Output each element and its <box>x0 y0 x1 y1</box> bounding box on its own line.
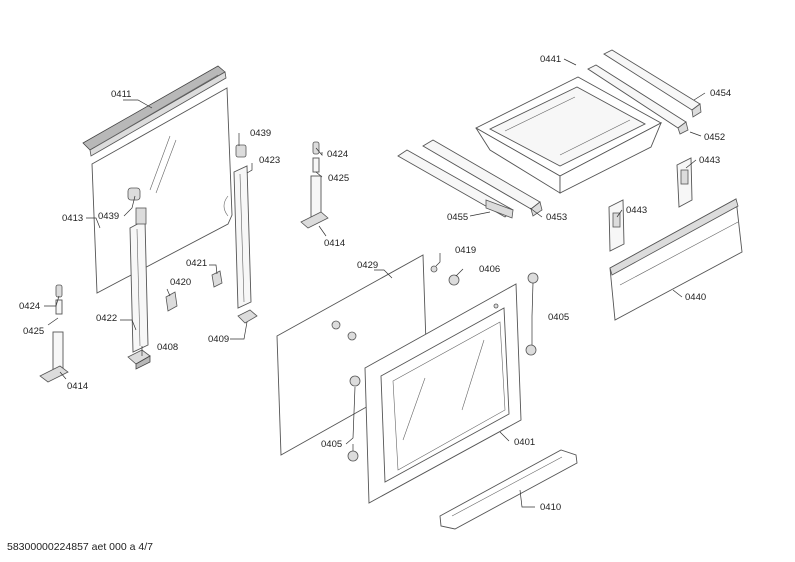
part-0414-hinge-lower[interactable] <box>39 331 69 383</box>
label-0439-upper[interactable]: 0439 <box>250 128 271 139</box>
part-0405-bumper-3[interactable] <box>527 272 539 284</box>
document-id: 58300000224857 aet 000 a 4/7 <box>7 541 153 553</box>
part-0452-rail-lower[interactable] <box>587 64 689 135</box>
label-0408[interactable]: 0408 <box>157 342 178 353</box>
label-0425-lower[interactable]: 0425 <box>23 326 44 337</box>
label-0411[interactable]: 0411 <box>111 89 131 100</box>
label-0439-lower[interactable]: 0439 <box>98 211 119 222</box>
part-0406-cap[interactable] <box>448 274 460 286</box>
label-0406[interactable]: 0406 <box>479 264 500 275</box>
label-0424-lower[interactable]: 0424 <box>19 301 40 312</box>
label-0452[interactable]: 0452 <box>704 132 725 143</box>
label-0455[interactable]: 0455 <box>447 212 468 223</box>
part-0424-pin-lower[interactable] <box>55 284 63 298</box>
part-0441-drawer-tray[interactable] <box>475 76 662 194</box>
label-0420[interactable]: 0420 <box>170 277 191 288</box>
label-0424-upper[interactable]: 0424 <box>327 149 348 160</box>
part-0409-bracket[interactable] <box>237 309 258 324</box>
label-0443-lower[interactable]: 0443 <box>626 205 647 216</box>
label-0423[interactable]: 0423 <box>259 155 280 166</box>
label-0405-left[interactable]: 0405 <box>321 439 342 450</box>
label-0422[interactable]: 0422 <box>96 313 117 324</box>
part-0455-runner-lower[interactable] <box>397 149 514 219</box>
label-0414-upper[interactable]: 0414 <box>324 238 345 249</box>
part-0410-door-handle[interactable] <box>439 449 578 530</box>
part-0411-top-trim[interactable] <box>82 65 227 157</box>
label-0410[interactable]: 0410 <box>540 502 561 513</box>
part-0405-bumper-4[interactable] <box>525 344 537 356</box>
label-0441[interactable]: 0441 <box>540 54 561 65</box>
part-0443-bracket-lower[interactable] <box>608 199 625 252</box>
label-0401[interactable]: 0401 <box>514 437 535 448</box>
label-0405-right[interactable]: 0405 <box>548 312 569 323</box>
label-0421[interactable]: 0421 <box>186 258 207 269</box>
label-0454[interactable]: 0454 <box>710 88 731 99</box>
part-0425-spring-upper[interactable] <box>312 157 320 173</box>
part-0440-drawer-front[interactable] <box>609 198 743 321</box>
label-0409[interactable]: 0409 <box>208 334 229 345</box>
part-0425-spring-lower[interactable] <box>55 299 63 315</box>
part-0405-bumper-2[interactable] <box>347 450 359 462</box>
label-0443-upper[interactable]: 0443 <box>699 155 720 166</box>
label-0419[interactable]: 0419 <box>455 245 476 256</box>
label-0440[interactable]: 0440 <box>685 292 706 303</box>
part-0414-hinge-upper[interactable] <box>300 175 329 229</box>
part-0423-right-rail[interactable] <box>233 144 252 309</box>
part-0405-bumper-1[interactable] <box>349 375 361 387</box>
part-0420-clip[interactable] <box>165 291 178 312</box>
part-0401-outer-door[interactable] <box>364 283 522 504</box>
label-0414-lower[interactable]: 0414 <box>67 381 88 392</box>
part-0439-clip-lower[interactable] <box>127 187 141 201</box>
part-0419-screw[interactable] <box>430 265 438 273</box>
part-0443-bracket-upper[interactable] <box>676 157 693 208</box>
label-0429[interactable]: 0429 <box>357 260 378 271</box>
part-0422-left-rail[interactable] <box>129 207 149 353</box>
part-0421-clip[interactable] <box>211 270 223 288</box>
part-0453-runner-upper[interactable] <box>422 139 543 217</box>
label-0425-upper[interactable]: 0425 <box>328 173 349 184</box>
part-0454-rail-upper[interactable] <box>603 49 702 118</box>
label-0453[interactable]: 0453 <box>546 212 567 223</box>
label-0413[interactable]: 0413 <box>62 213 83 224</box>
leader-lines <box>44 58 706 508</box>
part-labels: 0411 0413 0439 0439 0423 0424 0425 0414 … <box>19 54 731 513</box>
part-0413-side-glass[interactable] <box>91 87 233 294</box>
part-0408-bracket[interactable] <box>127 349 151 370</box>
